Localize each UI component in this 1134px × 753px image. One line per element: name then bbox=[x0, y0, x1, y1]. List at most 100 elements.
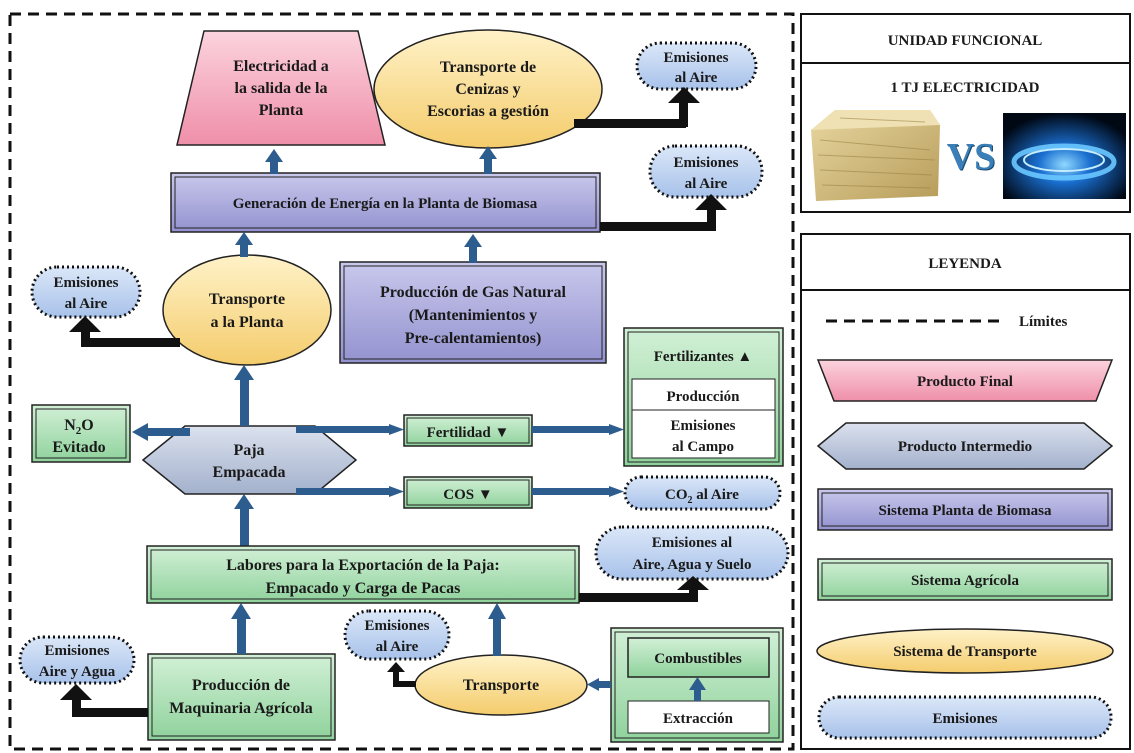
functional-unit-title: UNIDAD FUNCIONAL bbox=[888, 33, 1043, 49]
emisiones-agua-line2: Aire y Agua bbox=[39, 664, 116, 680]
emisiones-transp-node: Emisiones al Aire bbox=[343, 609, 451, 661]
maquinaria-line1: Producción de bbox=[192, 677, 290, 694]
combustibles-label: Combustibles bbox=[654, 651, 742, 667]
legend-intermediate-label: Producto Intermedio bbox=[898, 439, 1032, 455]
emisiones-top-node: Emisiones al Aire bbox=[635, 41, 758, 91]
emisiones-gen-line2: al Aire bbox=[685, 176, 728, 192]
co2-label: CO2 al Aire bbox=[665, 487, 739, 506]
legend-swatch-transport bbox=[816, 628, 1114, 674]
vs-label: VS bbox=[946, 136, 996, 178]
gas-natural-node: Producción de Gas Natural (Mantenimiento… bbox=[339, 261, 607, 364]
arrow-transporte-emisiones bbox=[69, 316, 180, 347]
arrow-cos-co2 bbox=[532, 486, 624, 497]
transporte-planta-node: Transporte a la Planta bbox=[162, 254, 332, 366]
arrow-paja-fertilidad bbox=[296, 424, 404, 435]
paja-node: Paja Empacada bbox=[141, 425, 358, 495]
n2o-node: N2O Evitado bbox=[31, 404, 131, 463]
electricidad-line2: la salida de la bbox=[235, 80, 328, 97]
arrow-labores-paja bbox=[234, 494, 254, 547]
generacion-node: Generación de Energía en la Planta de Bi… bbox=[170, 172, 601, 233]
cos-label: COS ▼ bbox=[443, 487, 492, 503]
electricidad-line1: Electricidad a bbox=[233, 58, 329, 75]
produccion-label: Producción bbox=[666, 389, 740, 405]
emisiones-left-line2: al Aire bbox=[65, 296, 108, 312]
fertilizantes-label: Fertilizantes ▲ bbox=[654, 349, 753, 365]
legend-swatch-biomass bbox=[817, 488, 1113, 531]
transporte-cenizas-line1: Transporte de bbox=[440, 59, 536, 76]
arrow-paja-n2o bbox=[132, 423, 190, 441]
transporte-cenizas-line2: Cenizas y bbox=[455, 81, 520, 98]
emisiones-transp-line1: Emisiones bbox=[364, 618, 429, 634]
fertilidad-label: Fertilidad ▼ bbox=[427, 425, 510, 441]
fertilizantes-group: Fertilizantes ▲ Producción Emisiones al … bbox=[623, 327, 784, 467]
legend-agricultural-label: Sistema Agrícola bbox=[911, 573, 1019, 589]
arrow-transporte-labores bbox=[488, 603, 506, 656]
electricidad-line3: Planta bbox=[259, 102, 303, 119]
labores-node: Labores para la Exportación de la Paja: … bbox=[146, 545, 580, 604]
electricidad-node: Electricidad a la salida de la Planta bbox=[176, 30, 386, 146]
straw-bale-photo bbox=[811, 110, 940, 201]
transporte-cenizas-node: Transporte de Cenizas y Escorias a gesti… bbox=[373, 29, 603, 149]
emisiones-suelo-line1: Emisiones al bbox=[652, 535, 732, 551]
transporte-cenizas-line3: Escorias a gestión bbox=[427, 103, 549, 120]
functional-unit-value: 1 TJ ELECTRICIDAD bbox=[891, 80, 1040, 96]
arrow-paja-cos bbox=[296, 486, 404, 497]
legend-limits-label: Límites bbox=[1019, 314, 1067, 330]
transporte-label: Transporte bbox=[463, 677, 539, 694]
emisiones-suelo-node: Emisiones al Aire, Agua y Suelo bbox=[594, 525, 790, 581]
legend-transport-label: Sistema de Transporte bbox=[893, 644, 1037, 660]
legend-panel: LEYENDA Límites Producto Final Producto … bbox=[800, 233, 1131, 750]
fertilidad-node: Fertilidad ▼ bbox=[403, 414, 533, 447]
arrow-maquinaria-emisiones bbox=[60, 684, 148, 717]
gas-natural-line1: Producción de Gas Natural bbox=[380, 284, 566, 301]
arrow-gas-generacion bbox=[464, 234, 482, 263]
gas-flame-photo bbox=[1003, 113, 1126, 199]
arrow-generacion-emisiones bbox=[600, 194, 727, 231]
labores-line1: Labores para la Exportación de la Paja: bbox=[226, 557, 499, 574]
emisiones-left-node: Emisiones al Aire bbox=[30, 265, 142, 319]
maquinaria-line2: Maquinaria Agrícola bbox=[169, 700, 313, 717]
transporte-planta-line2: a la Planta bbox=[211, 314, 284, 331]
extraccion-label: Extracción bbox=[663, 711, 734, 727]
arrow-transporte-emisiones2 bbox=[387, 662, 416, 687]
legend-swatch-agricultural bbox=[817, 558, 1113, 601]
combustibles-group: Combustibles Extracción bbox=[610, 627, 784, 743]
legend-final-label: Producto Final bbox=[917, 374, 1013, 390]
paja-line2: Empacada bbox=[213, 464, 286, 481]
paja-line1: Paja bbox=[233, 442, 264, 459]
transporte-node: Transporte bbox=[414, 654, 588, 716]
emisiones-top-line1: Emisiones bbox=[663, 50, 728, 66]
emisiones-gen-node: Emisiones al Aire bbox=[648, 144, 764, 199]
gas-natural-line3: Pre-calentamientos) bbox=[405, 330, 542, 347]
transporte-planta-line1: Transporte bbox=[209, 291, 285, 308]
emisiones-campo-line1: Emisiones bbox=[670, 418, 735, 434]
emisiones-agua-node: Emisiones Aire y Agua bbox=[18, 635, 136, 685]
emisiones-top-line2: al Aire bbox=[675, 70, 718, 86]
labores-line2: Empacado y Carga de Pacas bbox=[266, 580, 461, 597]
legend-swatch-final bbox=[816, 359, 1114, 402]
co2-node: CO2 al Aire bbox=[623, 475, 782, 511]
emisiones-gen-line1: Emisiones bbox=[673, 155, 738, 171]
legend-emissions-label: Emisiones bbox=[932, 711, 997, 727]
arrow-transporte-generacion bbox=[235, 232, 253, 257]
legend-swatch-emissions bbox=[817, 695, 1113, 740]
n2o-evitado: Evitado bbox=[52, 439, 105, 456]
arrow-gen-cenizas bbox=[479, 146, 497, 174]
emisiones-agua-line1: Emisiones bbox=[44, 643, 109, 659]
system-boundary bbox=[8, 12, 795, 751]
arrow-combustibles-transporte bbox=[587, 678, 611, 691]
generacion-label: Generación de Energía en la Planta de Bi… bbox=[233, 196, 538, 212]
legend-title: LEYENDA bbox=[928, 256, 1002, 272]
emisiones-transp-line2: al Aire bbox=[376, 639, 419, 655]
n2o-formula: N2O bbox=[64, 417, 94, 437]
arrow-paja-transporte bbox=[234, 365, 254, 426]
emisiones-campo-line2: al Campo bbox=[672, 439, 734, 455]
arrow-gen-electricidad bbox=[265, 149, 283, 174]
arrow-fertilidad-fertilizantes bbox=[532, 424, 624, 435]
arrow-labores-emisiones bbox=[579, 576, 709, 602]
gas-natural-line2: (Mantenimientos y bbox=[409, 307, 537, 324]
cos-node: COS ▼ bbox=[403, 476, 533, 509]
legend-biomass-label: Sistema Planta de Biomasa bbox=[879, 503, 1052, 519]
arrow-maquinaria-labores bbox=[231, 603, 251, 654]
legend-swatch-intermediate bbox=[816, 422, 1114, 470]
